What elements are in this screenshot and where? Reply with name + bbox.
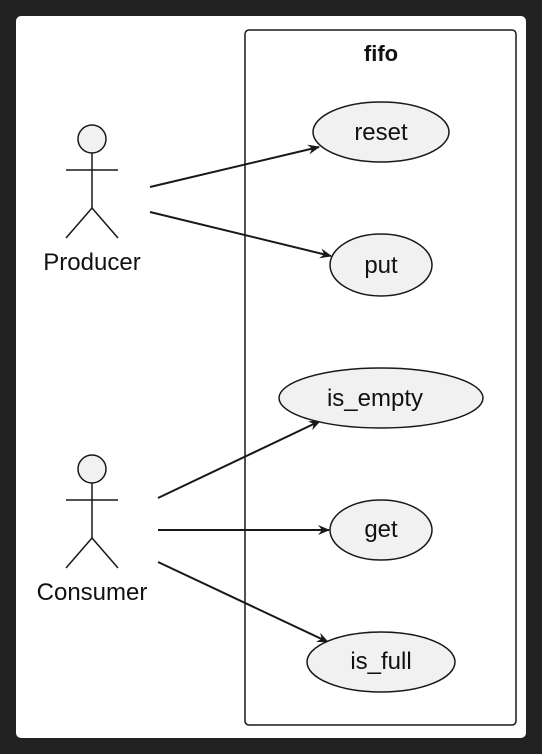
association-producer-reset [149, 144, 320, 188]
actor-producer[interactable]: Producer [43, 124, 141, 276]
stick-figure-icon [65, 124, 119, 239]
stick-figure-icon [65, 454, 119, 569]
use-case-get[interactable]: get [329, 499, 433, 561]
associations [149, 144, 332, 643]
use-case-label: is_empty [327, 385, 423, 412]
use-case-label: is_full [350, 648, 411, 675]
system-boundary: fifo [244, 29, 517, 726]
use-case-label: put [364, 252, 398, 279]
use-case-is-empty[interactable]: is_empty [278, 367, 484, 429]
boundary-rect [244, 29, 517, 726]
use-case-label: reset [354, 119, 408, 146]
actor-label: Consumer [37, 579, 148, 606]
association-consumer-is-empty [157, 420, 321, 499]
association-producer-put [149, 211, 332, 259]
use-case-label: get [364, 516, 398, 543]
use-case-reset[interactable]: reset [312, 101, 450, 163]
boundary-title: fifo [364, 41, 398, 66]
association-consumer-is-full [157, 561, 329, 643]
use-case-is-full[interactable]: is_full [306, 631, 456, 693]
actor-label: Producer [43, 249, 140, 276]
use-case-put[interactable]: put [329, 233, 433, 297]
actor-consumer[interactable]: Consumer [37, 454, 148, 606]
